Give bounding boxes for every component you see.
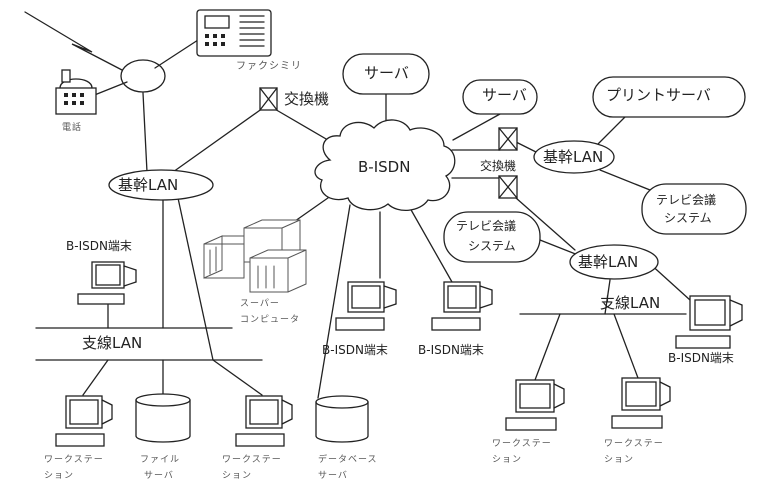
backbone-lan-right-top-label: 基幹LAN	[543, 148, 604, 166]
link-exchange-lan-right-bottom	[515, 197, 576, 251]
exchange-top	[259, 87, 278, 111]
link-bisdn-database	[317, 204, 351, 399]
hub-node	[120, 59, 166, 93]
workstation-2-icon	[235, 395, 293, 447]
workstation-4-icon	[611, 377, 671, 429]
workstation-1-line-2: ション	[44, 471, 75, 481]
workstation-3-icon	[505, 379, 565, 431]
branch-lan-left-label: 支線LAN	[82, 334, 143, 352]
link-lan-right-print	[597, 113, 629, 145]
server-top	[342, 53, 430, 95]
file-server-line-1: ファイル	[140, 455, 181, 465]
file-server-icon	[135, 393, 191, 443]
terminal-mid2-icon	[431, 281, 493, 331]
exchange-right-upper	[498, 127, 518, 151]
video-conf-right	[641, 183, 747, 235]
workstation-2-line-1: ワークステー	[222, 455, 282, 465]
telephone-label: 電話	[62, 123, 83, 133]
backbone-lan-right-bottom-label: 基幹LAN	[578, 253, 639, 271]
exchange-right-lower	[498, 175, 518, 199]
link-node-lan-left	[142, 92, 148, 173]
terminal-right-icon	[675, 295, 743, 349]
b-isdn-terminal-left-label: B-ISDN端末	[66, 239, 132, 253]
b-isdn-label: B-ISDN	[358, 158, 411, 176]
video-conf-right-line-1: テレビ会議	[656, 193, 717, 207]
video-conf-mid	[443, 211, 541, 263]
link-branch-ws4	[613, 313, 639, 379]
video-conf-mid-line-1: テレビ会議	[456, 219, 517, 233]
link-node-telephone	[91, 81, 128, 97]
link-lan-right-bottom-branch	[604, 279, 611, 315]
terminal-mid1-icon	[335, 281, 397, 331]
workstation-1-icon	[55, 395, 113, 447]
print-server-label: プリントサーバ	[606, 86, 711, 104]
exchange-top-label: 交換機	[284, 90, 330, 108]
database-server-line-2: サーバ	[318, 471, 348, 481]
workstation-2-line-2: ション	[222, 471, 253, 481]
workstation-3-line-2: ション	[492, 455, 523, 465]
supercomputer-line-1: スーパー	[240, 299, 280, 309]
server-top-label: サーバ	[364, 64, 409, 82]
link-exchange-server-right	[452, 113, 501, 141]
supercomputer-line-2: コンピュータ	[240, 315, 301, 325]
workstation-3-line-1: ワークステー	[492, 439, 552, 449]
exchange-right-label: 交換機	[480, 159, 517, 173]
link-lan-left-down-2	[177, 197, 214, 361]
b-isdn-terminal-right-label: B-ISDN端末	[668, 351, 734, 365]
branch-lan-right-label: 支線LAN	[600, 294, 661, 312]
link-lan-left-exchange	[172, 107, 264, 173]
database-server-line-1: データベース	[318, 455, 378, 465]
backbone-lan-left-label: 基幹LAN	[118, 176, 179, 194]
link-branch-ws3	[534, 313, 561, 381]
terminal-left-icon	[77, 261, 137, 305]
connection-lines	[24, 11, 691, 399]
backbone-lan-right-bottom	[569, 244, 659, 280]
video-conf-right-line-2: システム	[664, 211, 712, 225]
link-branch-ws2	[212, 359, 263, 396]
link-lan-right-bottom-video	[539, 239, 579, 256]
video-conf-mid-line-2: システム	[468, 239, 516, 253]
facsimile-icon	[196, 9, 272, 57]
b-isdn-cloud	[314, 119, 456, 211]
telephone-icon	[55, 69, 97, 115]
backbone-lan-right-top	[533, 140, 615, 174]
workstation-4-line-2: ション	[604, 455, 635, 465]
facsimile-label: ファクシミリ	[236, 61, 302, 72]
link-bisdn-terminal-2	[409, 207, 453, 283]
backbone-lan-left	[108, 169, 214, 201]
workstation-4-line-1: ワークステー	[604, 439, 664, 449]
link-node-facsimile	[154, 39, 199, 69]
lightning-link	[24, 11, 123, 71]
b-isdn-terminal-mid1-label: B-ISDN端末	[322, 343, 388, 357]
database-server-icon	[315, 395, 369, 443]
workstation-1-line-1: ワークステー	[44, 455, 104, 465]
b-isdn-terminal-mid2-label: B-ISDN端末	[418, 343, 484, 357]
server-right	[462, 79, 538, 115]
server-right-label: サーバ	[482, 86, 527, 104]
supercomputer-icon	[203, 219, 307, 293]
print-server	[592, 76, 746, 118]
link-branch-ws1	[82, 359, 109, 396]
file-server-line-2: サーバ	[144, 471, 174, 481]
